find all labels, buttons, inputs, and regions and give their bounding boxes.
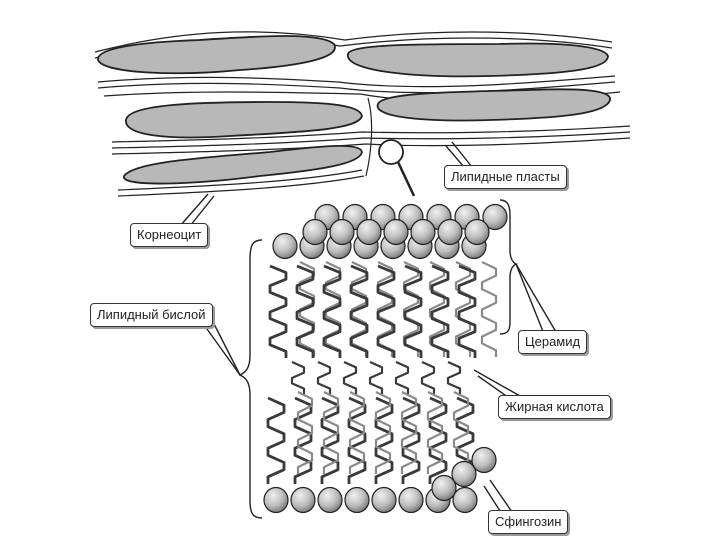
lipid-tail (296, 391, 314, 474)
label-ceramide: Церамид (518, 330, 588, 354)
lipid-head (317, 486, 343, 514)
sphingosine-connector-2 (483, 485, 503, 515)
lipid-tail (376, 264, 396, 358)
lipid-tail (320, 396, 340, 484)
lipid-tail (374, 391, 392, 474)
lipid-tail (401, 396, 421, 484)
lipid-head (371, 486, 397, 514)
lipid-tail (374, 396, 394, 484)
lipid-bilayer-block (263, 203, 508, 514)
lipid-tail (347, 396, 367, 484)
lipid-head (302, 218, 328, 246)
lipid-head (329, 218, 355, 246)
lipid-tail (349, 264, 369, 358)
lipid-tail (268, 264, 288, 358)
lipid-tail (348, 391, 366, 474)
bilayer-connector (211, 319, 241, 376)
bilayer-connector-2 (201, 321, 241, 376)
lipid-tail (316, 360, 332, 394)
lipid-head (471, 446, 497, 474)
lipid-tail (430, 264, 450, 358)
lipid-head (482, 203, 508, 231)
fattyacid-connector (473, 369, 521, 397)
lipid-tail (452, 391, 470, 474)
lipid-head (290, 486, 316, 514)
ceramide-connector-2 (515, 263, 545, 335)
brackets (179, 141, 557, 519)
lipid-tail (420, 360, 436, 394)
lipid-tail (368, 360, 384, 394)
lipid-tail (446, 360, 462, 394)
lipid-head (344, 486, 370, 514)
lipid-tail (428, 396, 448, 484)
lipid-tail (428, 261, 446, 357)
lipid-tail (394, 360, 410, 394)
label-fatty-acid: Жирная кислота (498, 395, 611, 419)
lipid-head (437, 218, 463, 246)
lipid-tail (324, 261, 342, 357)
lipid-head (464, 218, 490, 246)
lipid-tail (400, 391, 418, 474)
corneocyte-connector-2 (179, 193, 209, 227)
lipid-tail (426, 391, 444, 474)
corneocyte-connector (189, 195, 215, 227)
lipid-tail (403, 264, 423, 358)
magnifier-pointer (378, 139, 416, 197)
lipid-tail (480, 261, 498, 357)
lipid-tail (322, 391, 340, 474)
lipid-head (272, 232, 298, 260)
lipid-tail (295, 264, 315, 358)
lipid-head (383, 218, 409, 246)
lipid-tail (290, 360, 306, 394)
sphingosine-connector (489, 479, 513, 513)
lipid-head (356, 218, 382, 246)
lipid-tail (322, 264, 342, 358)
lipid-tail (454, 261, 472, 357)
lipid-tail (342, 360, 358, 394)
lipid-tail (266, 396, 286, 484)
lipid-tail (457, 264, 477, 358)
lipid-head (263, 486, 289, 514)
label-lipid-bilayer: Липидный бислой (90, 303, 213, 327)
corneocyte-cells (97, 35, 611, 185)
lipid-head (398, 486, 424, 514)
bilayer-bracket (238, 239, 263, 519)
lipid-tail (293, 396, 313, 484)
lipid-head (410, 218, 436, 246)
ceramide-connector (515, 263, 557, 333)
lipid-head (431, 474, 457, 502)
label-lipid-layers: Липидные пласты (444, 165, 567, 189)
lipid-head (452, 486, 478, 514)
label-corneocyte: Корнеоцит (130, 223, 209, 247)
label-sphingosine: Сфингозин (488, 510, 569, 534)
lipid-head (451, 460, 477, 488)
